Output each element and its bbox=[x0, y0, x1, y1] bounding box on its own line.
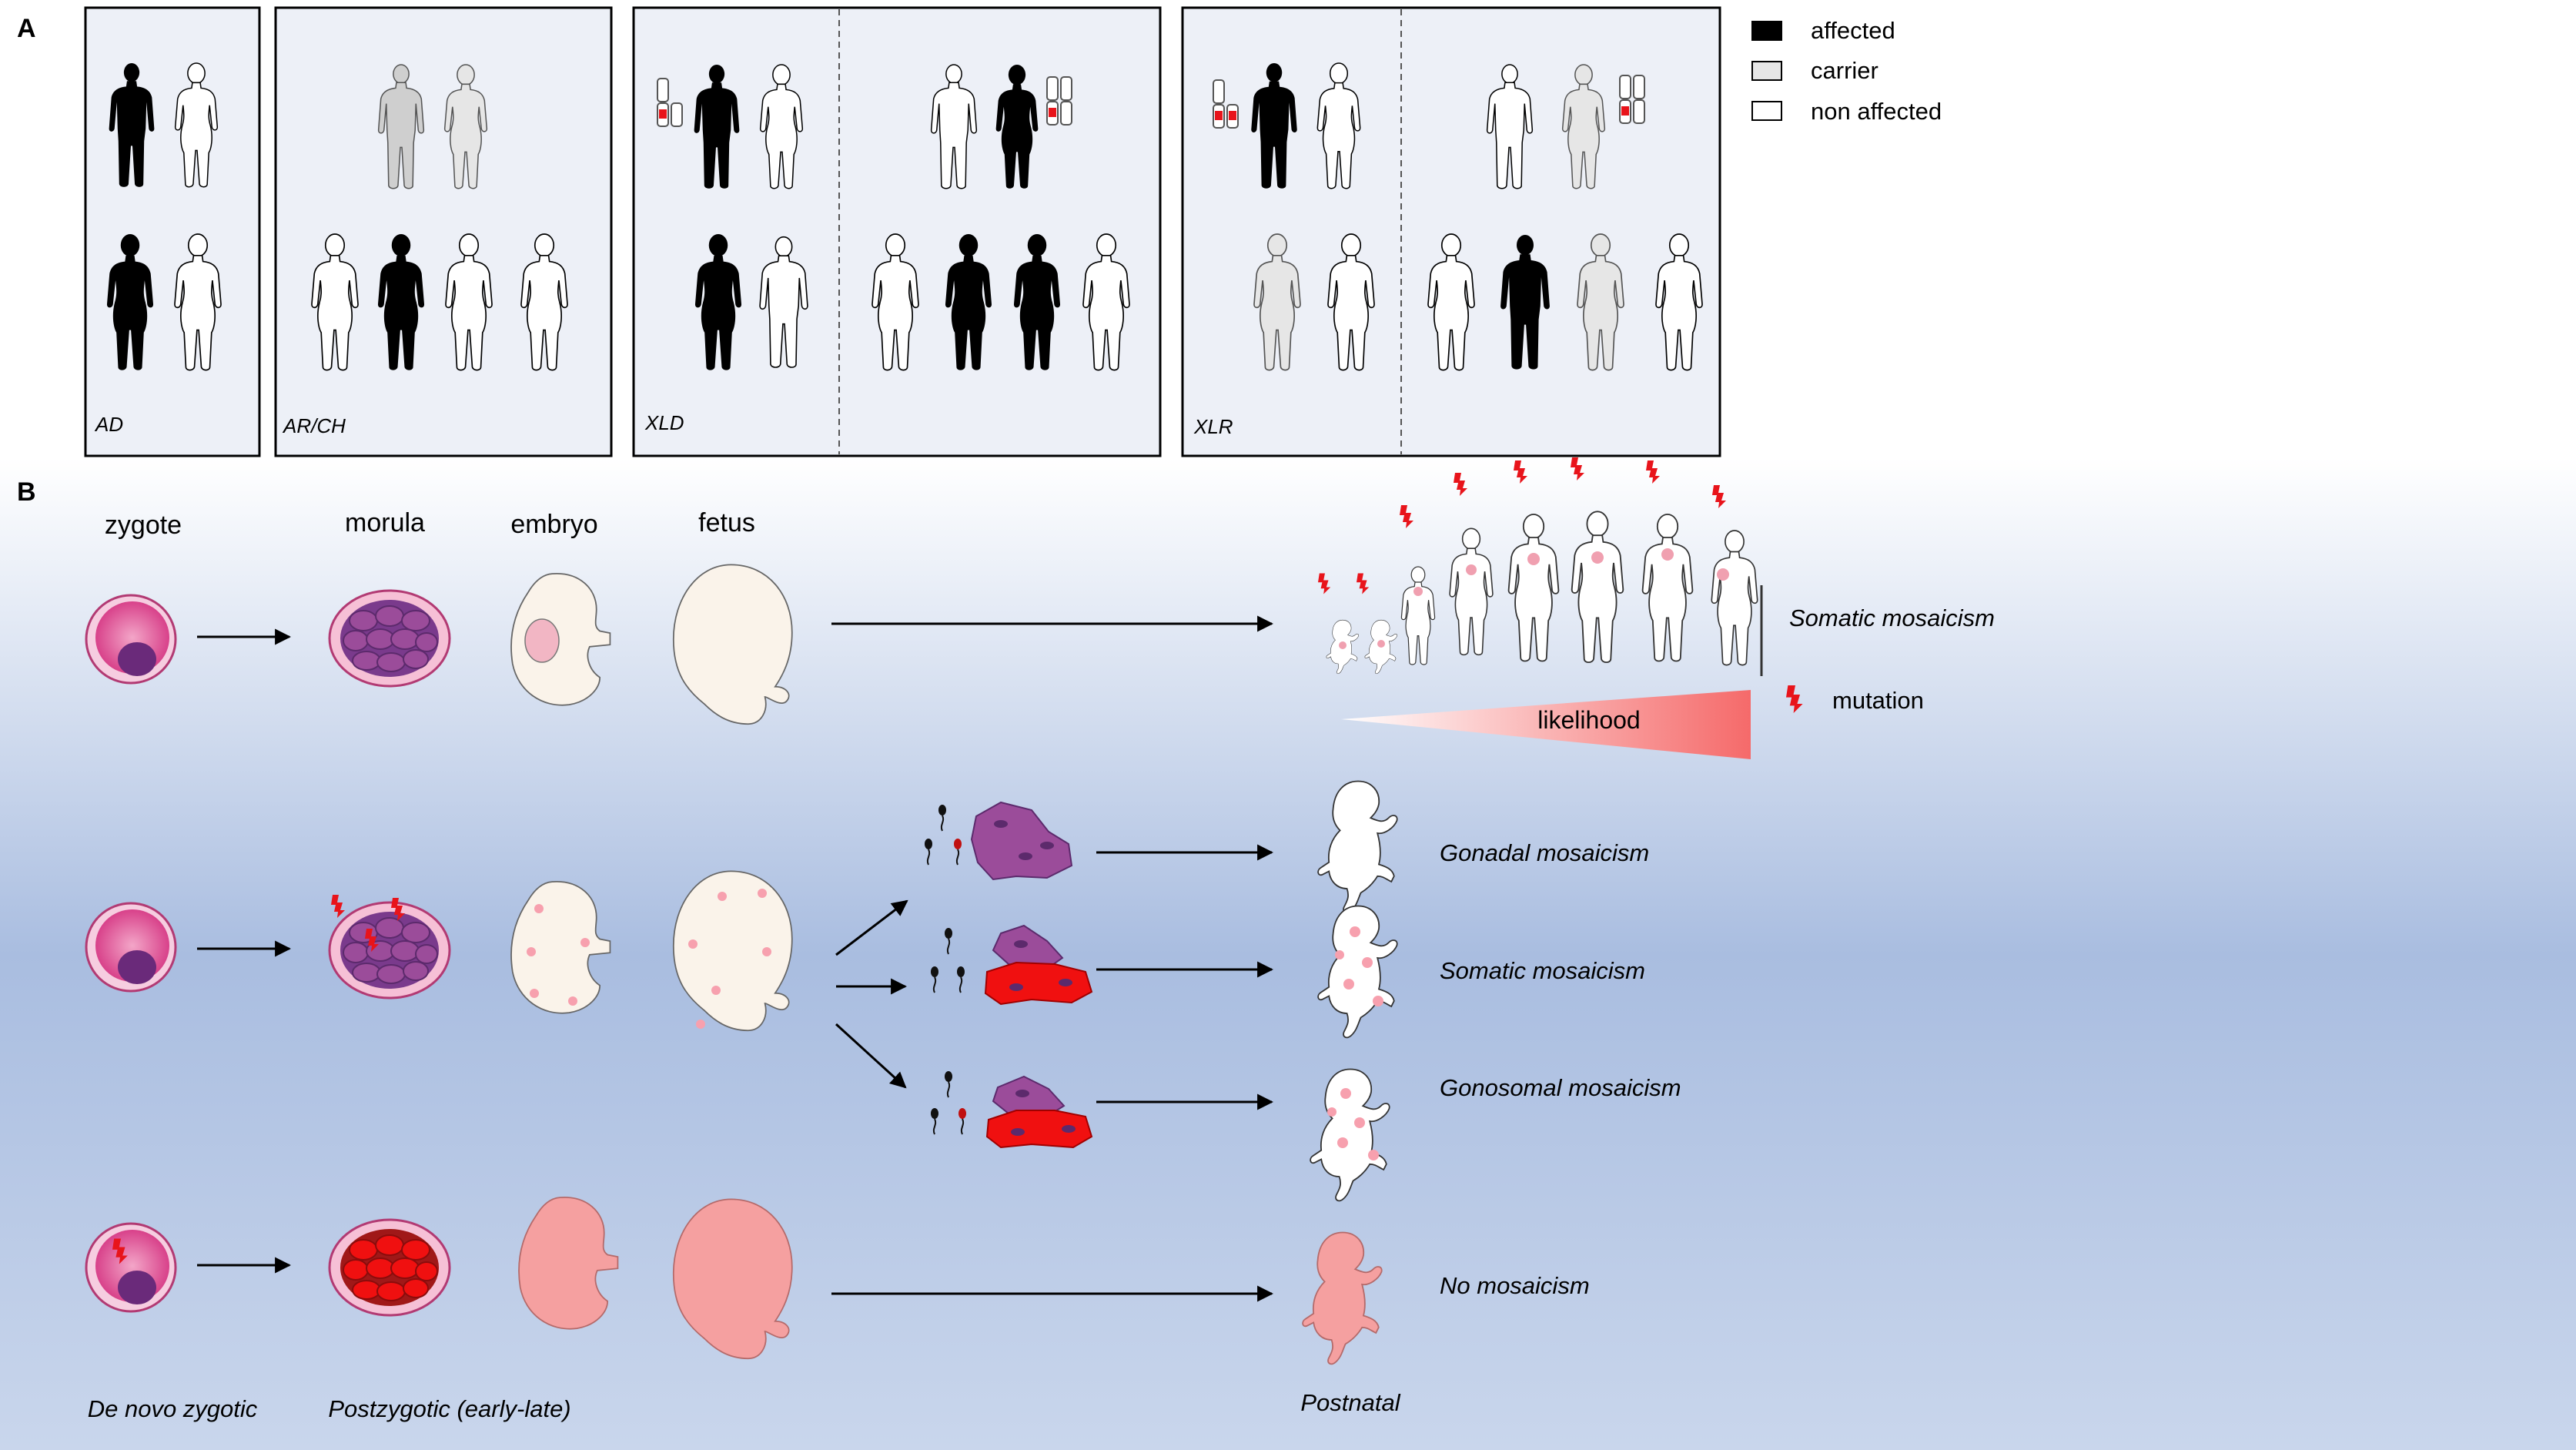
panel-a: A AD AR/CH XLD XLR bbox=[17, 6, 1942, 457]
sperm-icons bbox=[931, 928, 965, 993]
stage-label-zygote: zygote bbox=[105, 511, 182, 540]
result-gonadal-mosaicism: Gonadal mosaicism bbox=[1440, 839, 1649, 866]
legend-label-non-affected: non affected bbox=[1811, 98, 1942, 125]
morula bbox=[328, 589, 451, 688]
life-course-figures bbox=[1318, 457, 1763, 676]
legend-label-affected: affected bbox=[1811, 17, 1895, 44]
morula bbox=[328, 1218, 451, 1317]
embryo bbox=[510, 572, 611, 706]
box-label-xld: XLD bbox=[644, 411, 684, 434]
box-label-ad: AD bbox=[94, 413, 123, 436]
box-ar-ch bbox=[274, 6, 613, 457]
bottom-label-postzygotic: Postzygotic (early-late) bbox=[328, 1395, 570, 1422]
likelihood-wedge bbox=[1341, 690, 1751, 759]
sperm-icons bbox=[925, 805, 962, 866]
branch-arrow-down bbox=[835, 1023, 907, 1089]
branch-arrow-up bbox=[835, 899, 908, 956]
stage-label-fetus: fetus bbox=[698, 508, 755, 537]
result-somatic-mosaicism-branch: Somatic mosaicism bbox=[1440, 957, 1645, 984]
legend-swatch-non-affected bbox=[1751, 101, 1782, 121]
row-2: Gonadal mosaicism Somatic mosaicism bbox=[85, 780, 1681, 1202]
zygote bbox=[85, 902, 177, 993]
box-ad bbox=[84, 6, 261, 457]
zygote bbox=[85, 1222, 177, 1313]
row-1: Somatic mosaicism likelihood mutation bbox=[85, 457, 1995, 759]
stage-label-morula: morula bbox=[345, 508, 425, 537]
branch-gonosomal: Gonosomal mosaicism bbox=[931, 1068, 1681, 1202]
legend: affected carrier non affected bbox=[1751, 17, 1942, 125]
sperm-icons bbox=[931, 1071, 966, 1135]
embryo bbox=[510, 880, 611, 1014]
x-chromosome-icon bbox=[1213, 79, 1239, 129]
row-3: No mosaicism bbox=[85, 1196, 1590, 1365]
branch-gonadal: Gonadal mosaicism bbox=[925, 780, 1649, 914]
legend-swatch-affected bbox=[1751, 21, 1782, 41]
x-chromosome-icon bbox=[1619, 75, 1645, 124]
branch-somatic: Somatic mosaicism bbox=[931, 905, 1645, 1039]
mutation-legend-label: mutation bbox=[1832, 687, 1924, 714]
legend-swatch-carrier bbox=[1751, 61, 1782, 81]
bottom-label-de-novo-zygotic: De novo zygotic bbox=[88, 1395, 258, 1422]
panel-b: B zygote morula embryo fetus bbox=[17, 457, 1995, 1422]
stage-label-embryo: embryo bbox=[510, 510, 597, 539]
x-chromosome-icon bbox=[1046, 76, 1072, 126]
fetus bbox=[672, 870, 793, 1032]
morula bbox=[328, 895, 451, 1000]
panel-a-letter: A bbox=[17, 14, 36, 43]
panel-b-letter: B bbox=[17, 477, 36, 507]
result-gonosomal-mosaicism: Gonosomal mosaicism bbox=[1440, 1074, 1681, 1101]
bottom-label-postnatal: Postnatal bbox=[1300, 1389, 1400, 1416]
legend-label-carrier: carrier bbox=[1811, 57, 1878, 84]
result-somatic-mosaicism-row1: Somatic mosaicism bbox=[1789, 604, 1995, 631]
zygote bbox=[85, 594, 177, 685]
x-chromosome-icon bbox=[657, 78, 683, 127]
result-no-mosaicism: No mosaicism bbox=[1440, 1272, 1590, 1299]
box-label-ar-ch: AR/CH bbox=[282, 414, 346, 437]
likelihood-label: likelihood bbox=[1537, 706, 1640, 734]
box-label-xlr: XLR bbox=[1193, 415, 1233, 438]
